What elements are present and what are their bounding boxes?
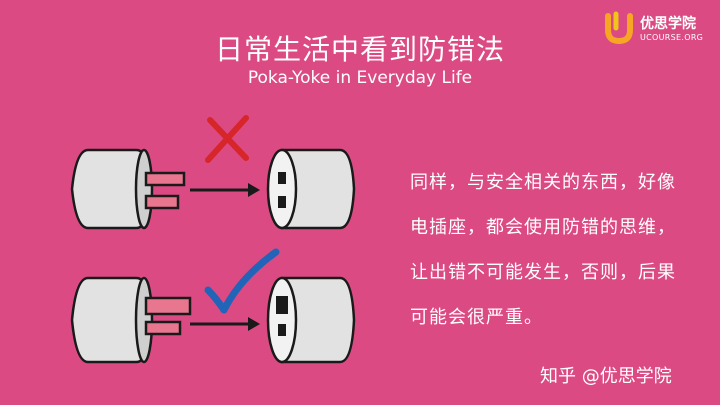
plug-correct [72, 278, 190, 362]
socket-top [268, 150, 354, 228]
description-text: 同样，与安全相关的东西，好像电插座，都会使用防错的思维，让出错不可能发生，否则，… [410, 160, 682, 340]
plug-socket-illustration [60, 110, 380, 400]
zhihu-watermark: 知乎 @优思学院 [540, 362, 672, 388]
brand-logo: 优思学院 UCOURSE.ORG [604, 8, 716, 48]
logo-subtitle: UCOURSE.ORG [640, 33, 703, 42]
arrow-right-icon [190, 183, 260, 197]
plug-incorrect [72, 150, 184, 228]
logo-icon [604, 10, 634, 44]
page-subtitle: Poka-Yoke in Everyday Life [0, 68, 720, 88]
cross-mark-icon [208, 118, 246, 160]
socket-bottom [268, 278, 354, 362]
check-mark-icon [208, 252, 276, 310]
arrow-right-icon [190, 317, 260, 331]
logo-name: 优思学院 [640, 13, 696, 33]
